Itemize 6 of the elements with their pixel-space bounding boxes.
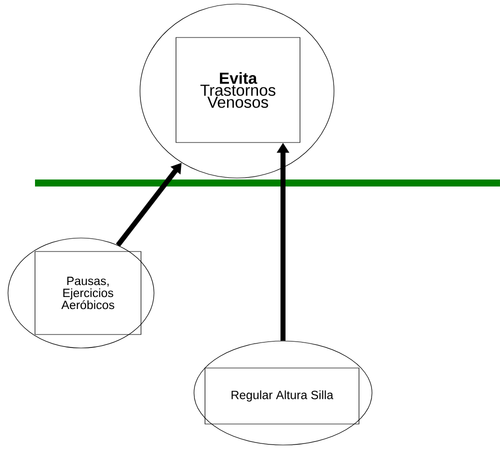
- ellipse: [8, 238, 154, 348]
- text-box: Regular Altura Silla: [204, 368, 360, 424]
- text-box: Pausas, Ejercicios Aeróbicos: [34, 251, 142, 335]
- ellipse: [140, 4, 334, 178]
- text-box: Evita Trastornos Venosos: [176, 37, 300, 143]
- ellipse: [194, 340, 372, 446]
